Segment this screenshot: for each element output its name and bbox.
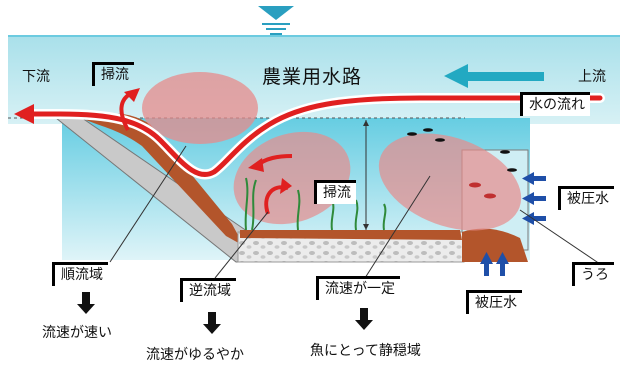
water-level-symbol <box>258 6 294 35</box>
soil-slope <box>86 113 244 246</box>
uplift-arrows-bottom <box>480 252 509 276</box>
forward-result: 流速が速い <box>42 325 112 341</box>
forward-arrow-icon <box>77 292 95 314</box>
uplift-arrows-right <box>522 172 546 225</box>
canal-title: 農業用水路 <box>262 66 363 88</box>
reverse-zone-label: 逆流域 <box>180 278 236 302</box>
uplift-right-label: 被圧水 <box>558 186 614 210</box>
downstream-label: 下流 <box>22 69 50 85</box>
hollow-label: うろ <box>572 262 614 286</box>
eddy-top <box>142 72 258 144</box>
constant-arrow-icon <box>355 308 373 330</box>
constant-zone-label: 流速が一定 <box>316 276 400 300</box>
constant-result: 魚にとって静穏域 <box>310 343 421 359</box>
sweep-flow-top-label: 掃流 <box>92 62 134 86</box>
reverse-arrow-icon <box>203 312 221 334</box>
soil-bottom <box>240 230 462 240</box>
eddy-right <box>378 133 522 231</box>
water-flow-label: 水の流れ <box>520 92 590 116</box>
upstream-label: 上流 <box>578 69 606 85</box>
flow-path <box>14 93 605 180</box>
fish-group <box>407 128 517 199</box>
soil-right <box>462 228 528 262</box>
upstream-arrow <box>444 64 544 88</box>
forward-zone-label: 順流域 <box>52 262 108 286</box>
reverse-result: 流速がゆるやか <box>146 347 244 363</box>
uplift-bottom-label: 被圧水 <box>466 290 522 314</box>
sweep-flow-mid-label: 掃流 <box>314 180 356 204</box>
